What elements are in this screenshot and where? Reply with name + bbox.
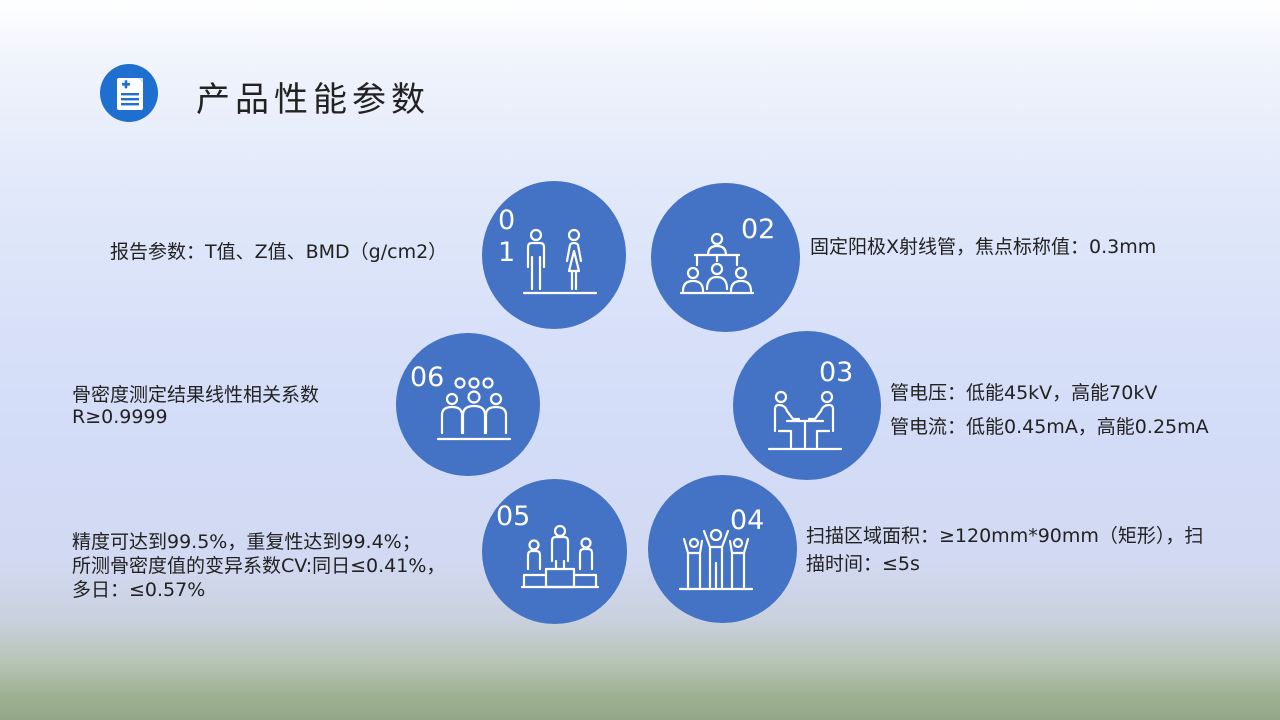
node-03-number: 03 bbox=[819, 357, 854, 388]
node-03-circle: 03 bbox=[733, 331, 881, 480]
node-04-description: 扫描区域面积：≥120mm*90mm（矩形），扫 描时间：≤5s bbox=[806, 525, 1204, 575]
group-people-icon bbox=[436, 377, 512, 441]
team-hierarchy-icon bbox=[679, 232, 755, 295]
node-04-number: 04 bbox=[730, 505, 765, 536]
node-01-circle: 01 bbox=[482, 181, 626, 329]
node-04-circle: 04 bbox=[648, 475, 797, 623]
node-02-number: 02 bbox=[741, 214, 776, 245]
node-03-description: 管电压：低能45kV，高能70kV 管电流：低能0.45mA，高能0.25mA bbox=[890, 382, 1209, 438]
node-05-number: 05 bbox=[496, 501, 531, 532]
node-05-description: 精度可达到99.5%，重复性达到99.4%； 所测骨密度值的变异系数CV:同日≤… bbox=[72, 531, 446, 601]
node-06-circle: 06 bbox=[396, 333, 540, 476]
node-05-circle: 05 bbox=[482, 479, 627, 624]
node-06-number: 06 bbox=[410, 362, 445, 393]
node-06-description: 骨密度测定结果线性相关系数 R≥0.9999 bbox=[72, 384, 320, 428]
podium-icon bbox=[520, 525, 600, 589]
meeting-table-icon bbox=[767, 390, 843, 451]
celebrating-crowd-icon bbox=[678, 528, 754, 591]
page-title: 产品性能参数 bbox=[196, 80, 430, 120]
node-02-description: 固定阳极X射线管，焦点标称值：0.3mm bbox=[810, 236, 1157, 258]
node-02-circle: 02 bbox=[651, 183, 800, 332]
node-01-number: 01 bbox=[498, 205, 516, 268]
man-woman-icon bbox=[522, 228, 598, 295]
document-plus-icon bbox=[100, 64, 158, 122]
node-01-description: 报告参数：T值、Z值、BMD（g/cm2） bbox=[110, 241, 448, 263]
